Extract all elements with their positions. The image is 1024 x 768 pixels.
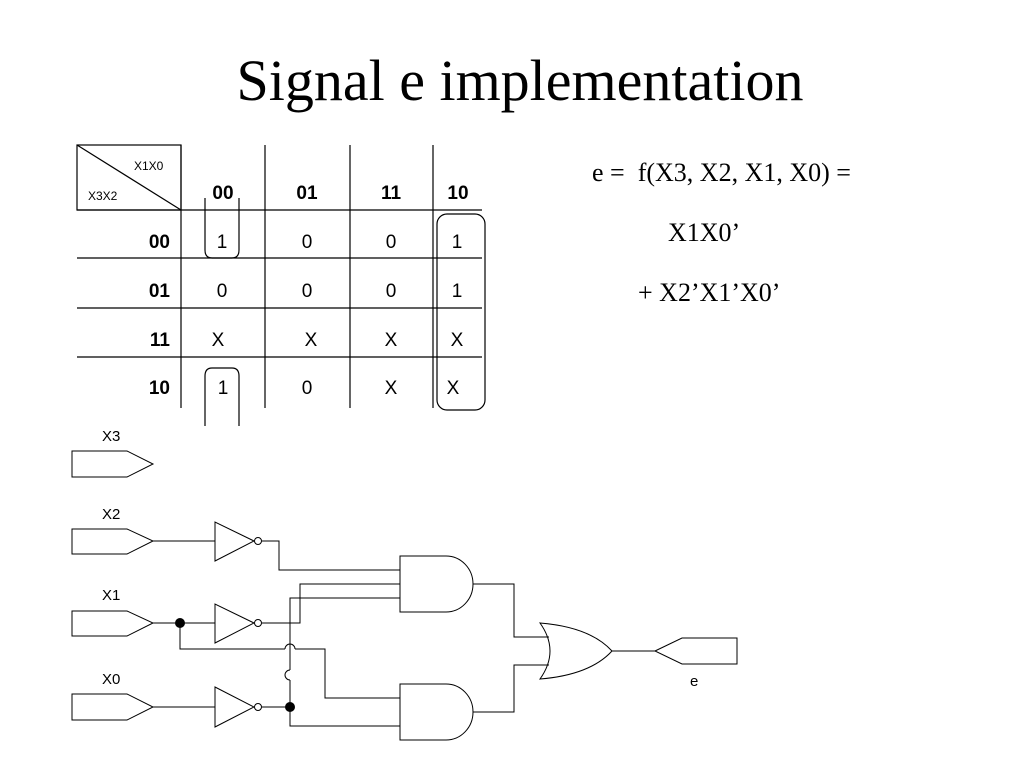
kmap-group-column-10 xyxy=(436,213,486,411)
slide-title: Signal e implementation xyxy=(236,48,804,113)
inverter-x2 xyxy=(214,521,256,562)
kmap-cell: 0 xyxy=(302,281,313,302)
inverter-bubble xyxy=(254,703,262,711)
kmap-cell: 0 xyxy=(302,378,313,399)
kmap-col-header: 00 xyxy=(212,183,233,204)
kmap-cell: 0 xyxy=(217,281,228,302)
kmap-row-header: 11 xyxy=(150,330,171,351)
and-gate-top xyxy=(399,555,474,613)
circuit-wires xyxy=(153,540,655,727)
kmap-cell: 0 xyxy=(386,232,397,253)
junction-dot-x0 xyxy=(285,702,295,712)
kmap-corner-diagonal xyxy=(76,144,182,211)
input-label-x2: X2 xyxy=(102,506,120,523)
kmap-cell: X xyxy=(451,330,464,351)
kmap-cell: X xyxy=(385,378,398,399)
input-label-x0: X0 xyxy=(102,671,120,688)
kmap-col-header: 01 xyxy=(296,183,318,204)
kmap-cell: X xyxy=(305,330,318,351)
output-label-e: e xyxy=(690,673,698,690)
input-pin-x1 xyxy=(71,610,155,637)
kmap-col-header: 11 xyxy=(381,183,402,204)
input-pin-x2 xyxy=(71,528,155,555)
kmap-corner-bottom-label: X3X2 xyxy=(88,189,118,203)
kmap-cell: 1 xyxy=(452,232,463,253)
kmap-cell: 1 xyxy=(217,232,228,253)
equation-line-1: e = f(X3, X2, X1, X0) = xyxy=(592,158,851,187)
and-gate-bottom xyxy=(399,683,474,741)
equation-line-2: X1X0’ xyxy=(668,218,741,247)
kmap-row-header: 10 xyxy=(149,378,170,399)
kmap-group-wrap-top xyxy=(204,198,240,259)
or-gate xyxy=(538,622,613,680)
output-pin-e xyxy=(653,637,738,665)
input-label-x3: X3 xyxy=(102,428,120,445)
kmap-cell: X xyxy=(385,330,398,351)
kmap-cell: 0 xyxy=(386,281,397,302)
kmap-cell: 1 xyxy=(218,378,229,399)
kmap-corner-top-label: X1X0 xyxy=(134,159,164,173)
kmap-row-header: 00 xyxy=(149,232,170,253)
inverter-x0 xyxy=(214,686,256,728)
kmap-cell: 0 xyxy=(302,232,313,253)
junction-dot-x1 xyxy=(175,618,185,628)
inverter-bubble xyxy=(254,619,262,627)
kmap-row-header: 01 xyxy=(149,281,171,302)
kmap-cell: 1 xyxy=(452,281,463,302)
equation-line-3: + X2’X1’X0’ xyxy=(638,278,781,307)
input-label-x1: X1 xyxy=(102,587,120,604)
kmap-cell: X xyxy=(447,378,460,399)
input-pin-x3 xyxy=(71,450,155,478)
inverter-x1 xyxy=(214,603,256,644)
kmap-cell: X xyxy=(212,330,225,351)
kmap-col-header: 10 xyxy=(447,183,468,204)
input-pin-x0 xyxy=(71,693,155,721)
inverter-bubble xyxy=(254,537,262,545)
kmap-group-wrap-bottom xyxy=(204,367,240,426)
